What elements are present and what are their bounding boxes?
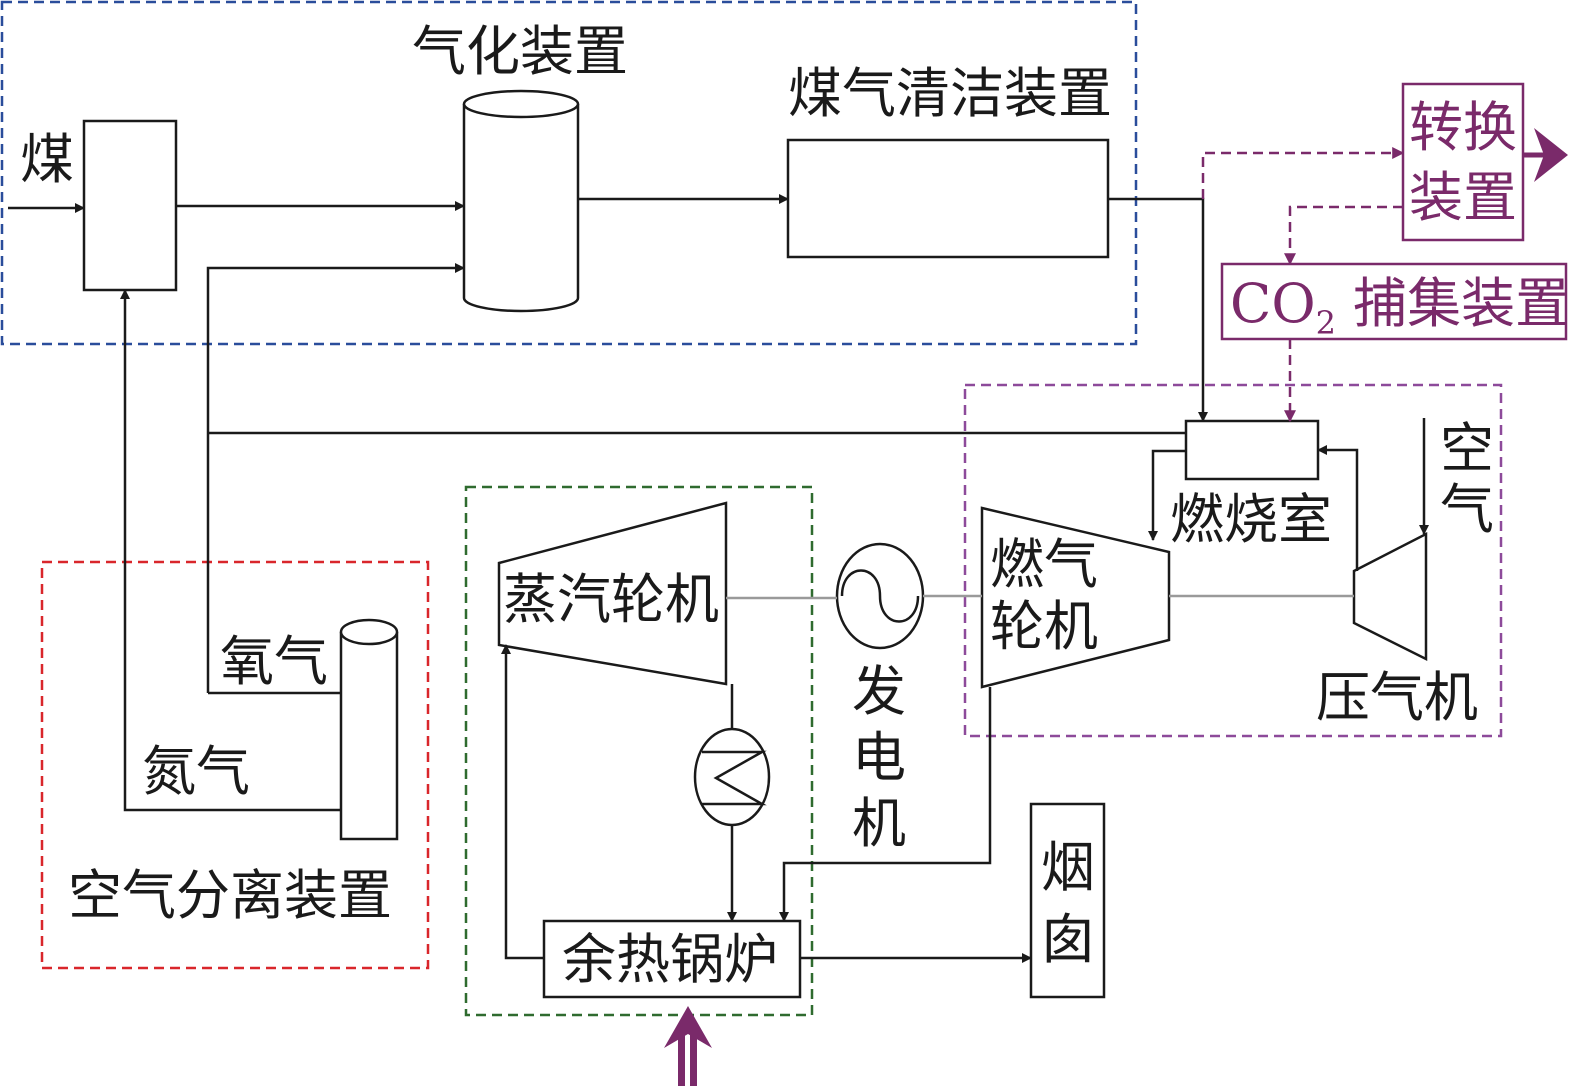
gas-cleaning-label: 煤气清洁装置 — [788, 62, 1112, 125]
syngas-to-combustor-arrow — [1108, 197, 1208, 422]
steam-cycle-frame — [464, 485, 814, 1017]
nitrogen-label: 氮气 — [142, 740, 250, 803]
condenser-symbol — [693, 727, 771, 827]
shaft-lines — [726, 594, 1354, 600]
conversion-label-2: 装置 — [1409, 166, 1517, 229]
combustor-label: 燃烧室 — [1170, 488, 1332, 551]
compressor-shape — [1352, 531, 1428, 662]
conversion-device-box — [1401, 82, 1525, 242]
air-label-2: 气 — [1440, 478, 1494, 541]
gasifier-cylinder — [462, 89, 580, 313]
hrsg-label: 余热锅炉 — [562, 928, 778, 991]
air-label-1: 空 — [1440, 417, 1494, 480]
input-arrow-up — [664, 1006, 712, 1086]
chimney-box — [1029, 802, 1106, 999]
compressor-to-combustor-arrow — [1317, 445, 1359, 571]
combustor-box — [1184, 419, 1320, 481]
flow-lines — [8, 194, 1429, 963]
oxygen-to-gasifier-arrow — [206, 263, 465, 693]
gasification-island-frame — [0, 0, 1138, 346]
coal-label: 煤 — [20, 128, 74, 191]
generator-symbol — [835, 542, 925, 650]
co2-flow-lines — [1201, 147, 1405, 423]
output-arrow-right — [1523, 128, 1568, 182]
conversion-to-capture-arrow — [1284, 205, 1403, 266]
gas-cleaning-box — [786, 138, 1110, 259]
steam-turbine-label: 蒸汽轮机 — [503, 568, 719, 631]
gas-turbine-frame — [963, 383, 1503, 738]
combustor-to-turbine-arrow — [1148, 449, 1186, 541]
air-separation-frame — [40, 560, 430, 970]
generator-label-1: 发 — [852, 660, 906, 723]
gasifier-label: 气化装置 — [412, 20, 628, 83]
air-separation-column — [339, 618, 399, 841]
co2-capture-label: CO2 捕集装置 — [1230, 272, 1569, 342]
coal-feeder-box — [82, 119, 178, 292]
exhaust-to-hrsg-arrow — [779, 687, 992, 922]
co2-capture-label-co: CO — [1230, 272, 1316, 335]
asu-label: 空气分离装置 — [68, 864, 392, 927]
nitrogen-to-feeder-arrow — [120, 289, 341, 812]
co2-capture-box — [1220, 262, 1568, 341]
compressor-label: 压气机 — [1316, 666, 1478, 729]
gas-turbine-label-1: 燃气 — [990, 533, 1098, 596]
generator-label-2: 电 — [852, 726, 906, 789]
conversion-label-1: 转换 — [1409, 96, 1517, 159]
generator-label-3: 机 — [852, 792, 906, 855]
co2-capture-label-rest: 捕集装置 — [1336, 272, 1569, 335]
syngas-to-conversion-arrow — [1201, 147, 1405, 199]
gas-turbine-shape — [980, 506, 1171, 689]
chimney-label-2: 囱 — [1041, 908, 1095, 971]
oxygen-label: 氧气 — [220, 630, 328, 693]
gas-turbine-label-2: 轮机 — [990, 595, 1098, 658]
steam-turbine-shape — [497, 501, 728, 686]
chimney-label-1: 烟 — [1041, 836, 1095, 899]
hrsg-to-steam-turbine-arrow — [501, 644, 544, 960]
co2-capture-label-sub: 2 — [1316, 304, 1336, 342]
